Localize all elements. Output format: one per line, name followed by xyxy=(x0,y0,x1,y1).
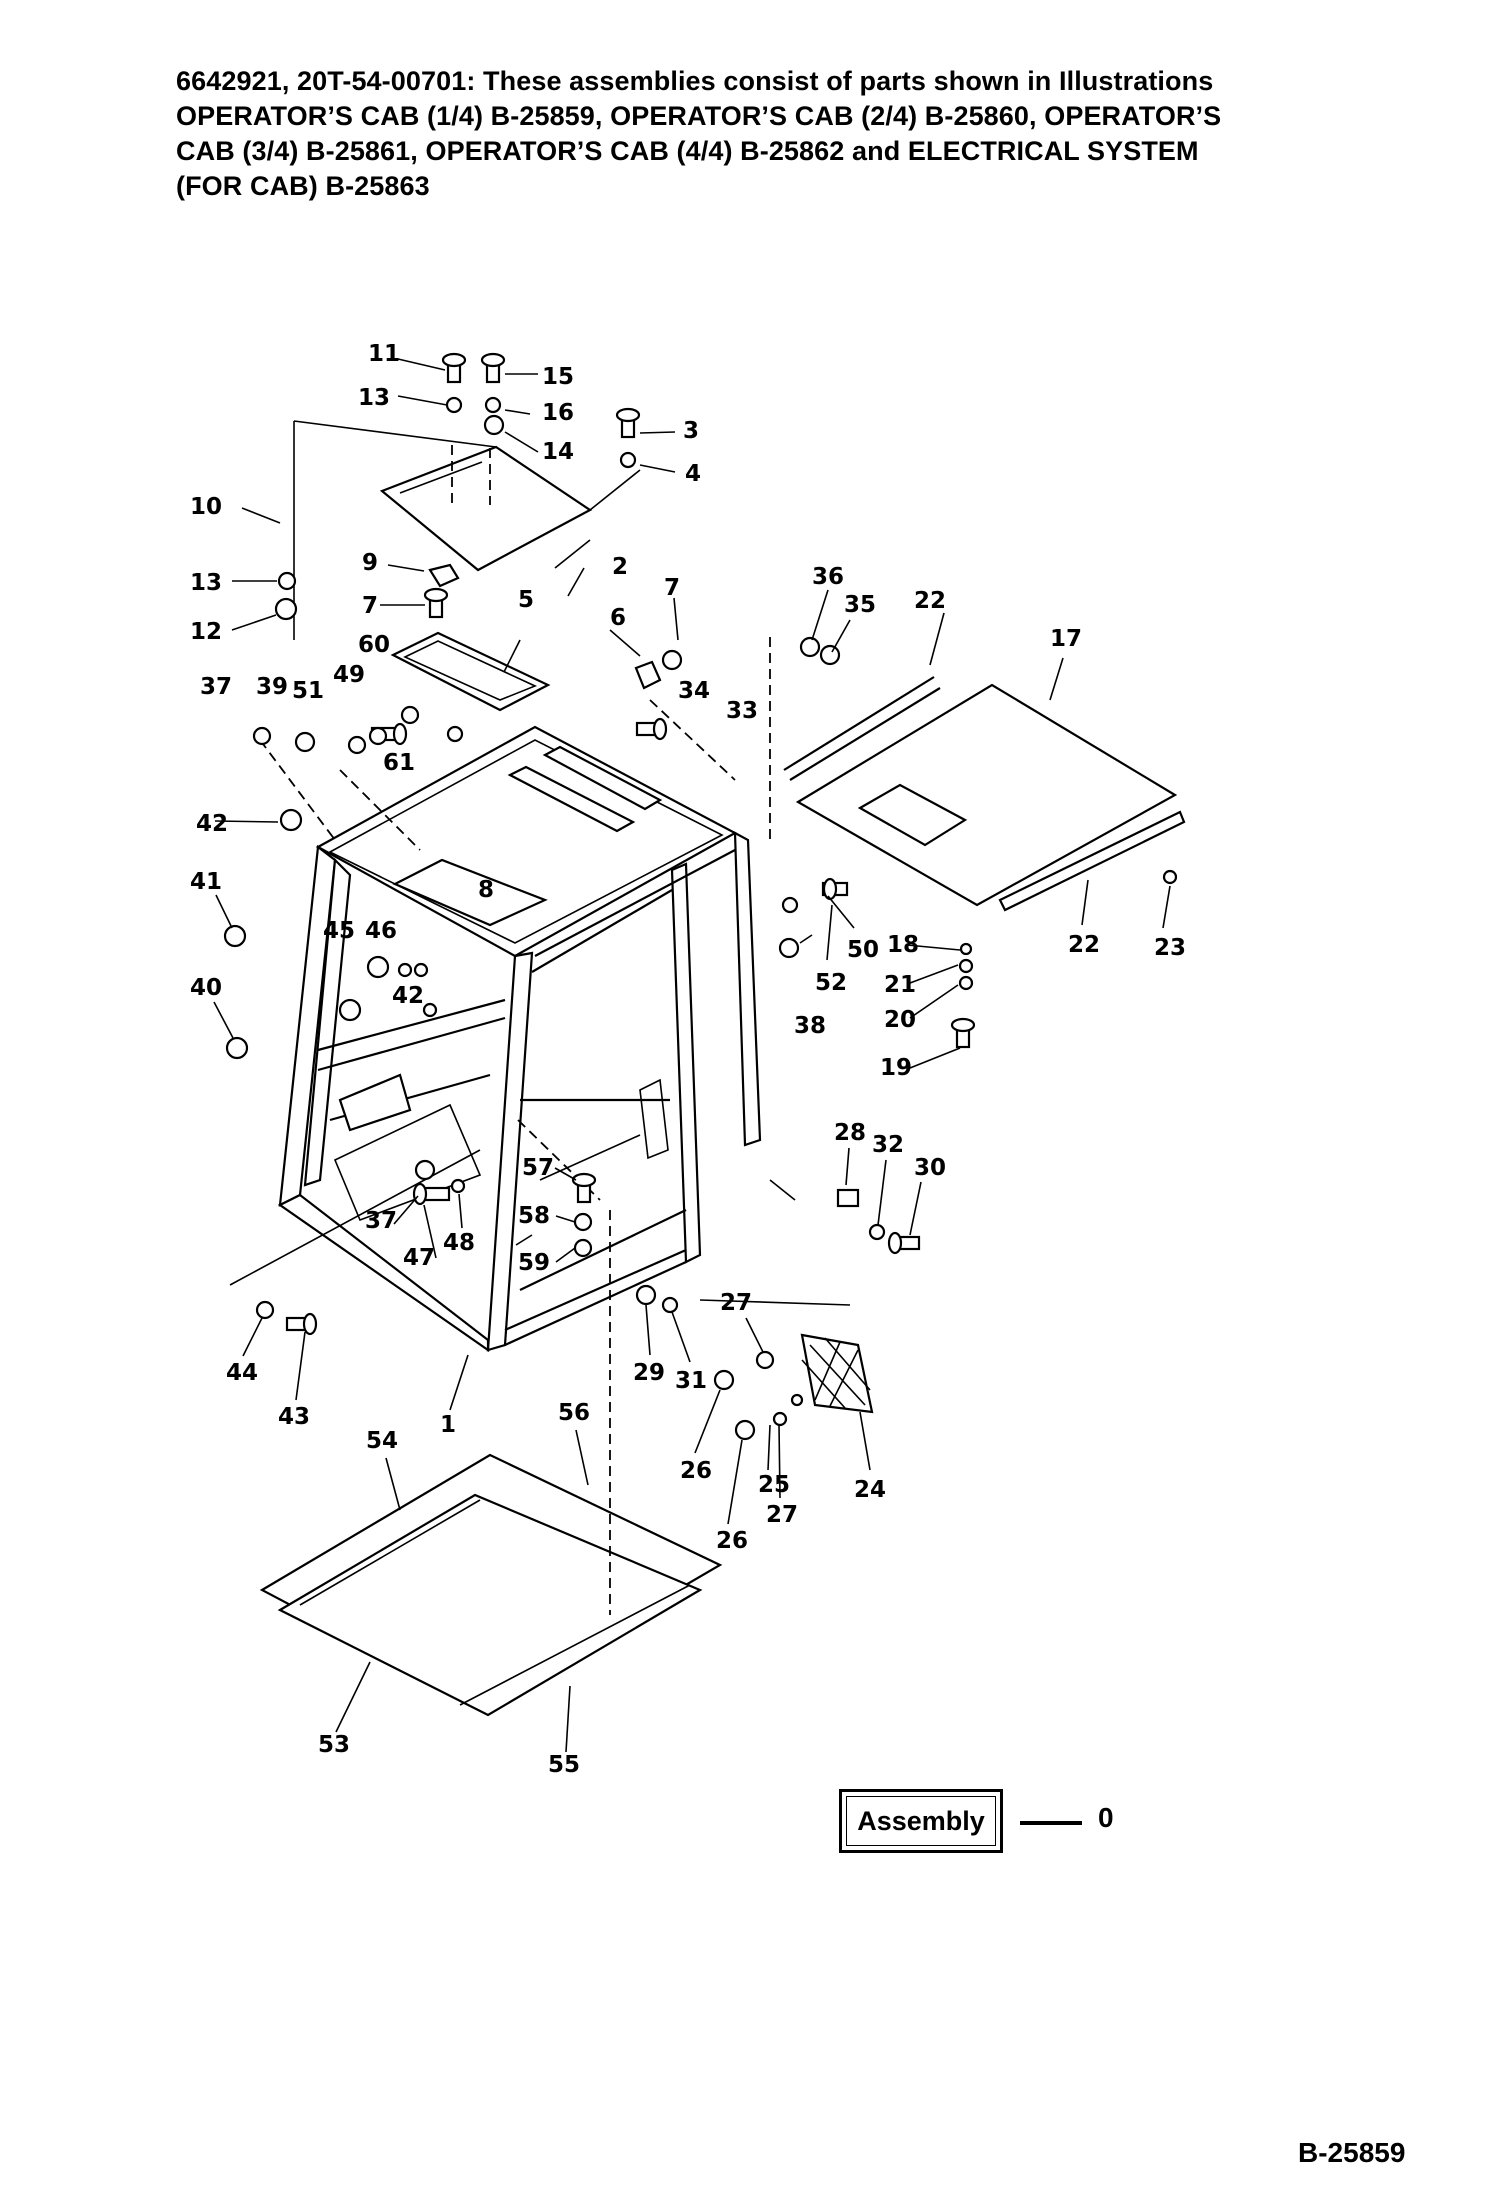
callout-44: 44 xyxy=(226,1360,258,1386)
callout-47: 47 xyxy=(403,1245,435,1271)
callout-23: 23 xyxy=(1154,935,1186,961)
assembly-legend-label: Assembly xyxy=(846,1796,996,1846)
callout-12: 12 xyxy=(190,619,222,645)
callout-30: 30 xyxy=(914,1155,946,1181)
callout-37-bottom: 37 xyxy=(365,1208,397,1234)
callout-34: 34 xyxy=(678,678,710,704)
callout-45: 45 xyxy=(323,918,355,944)
callout-26-bottom: 26 xyxy=(716,1528,748,1554)
cab-frame xyxy=(277,725,762,1353)
callout-57: 57 xyxy=(522,1155,554,1181)
callout-55: 55 xyxy=(548,1752,580,1778)
callout-7-left: 7 xyxy=(362,593,378,619)
callout-33: 33 xyxy=(726,698,758,724)
header-line-4: (FOR CAB) B-25863 xyxy=(176,171,430,201)
callout-labels: 11 13 15 16 14 3 4 10 13 12 9 7 2 5 6 7 … xyxy=(190,341,1186,1778)
callout-53: 53 xyxy=(318,1732,350,1758)
callout-61: 61 xyxy=(383,750,415,776)
callout-15: 15 xyxy=(542,364,574,390)
callout-32: 32 xyxy=(872,1132,904,1158)
callout-22-top: 22 xyxy=(914,588,946,614)
callout-20: 20 xyxy=(884,1007,916,1033)
leader-lines xyxy=(231,358,679,1246)
callout-31: 31 xyxy=(675,1368,707,1394)
callout-8: 8 xyxy=(478,877,494,903)
callout-1: 1 xyxy=(440,1412,456,1438)
header-line-2: OPERATOR’S CAB (1/4) B-25859, OPERATOR’S… xyxy=(176,101,1222,131)
callout-56: 56 xyxy=(558,1400,590,1426)
callout-4: 4 xyxy=(685,461,701,487)
header-line-3: CAB (3/4) B-25861, OPERATOR’S CAB (4/4) … xyxy=(176,136,1199,166)
callout-27-bottom: 27 xyxy=(766,1502,798,1528)
callout-58: 58 xyxy=(518,1203,550,1229)
callout-41: 41 xyxy=(190,869,222,895)
guide-lines xyxy=(229,637,851,1615)
header-line-1: 6642921, 20T-54-00701: These assemblies … xyxy=(176,66,1214,96)
callout-9: 9 xyxy=(362,550,378,576)
callout-7-right: 7 xyxy=(664,575,680,601)
callout-39: 39 xyxy=(256,674,288,700)
callout-3: 3 xyxy=(683,418,699,444)
callout-24: 24 xyxy=(854,1477,886,1503)
callout-2: 2 xyxy=(612,554,628,580)
assembly-legend-box: Assembly xyxy=(839,1789,1003,1853)
callout-38: 38 xyxy=(794,1013,826,1039)
callout-51: 51 xyxy=(292,678,324,704)
callout-22-right: 22 xyxy=(1068,932,1100,958)
callout-26-top: 26 xyxy=(680,1458,712,1484)
callout-6: 6 xyxy=(610,605,626,631)
assembly-legend-line xyxy=(1020,1821,1082,1825)
callout-35: 35 xyxy=(844,592,876,618)
callout-52: 52 xyxy=(815,970,847,996)
callout-48: 48 xyxy=(443,1230,475,1256)
callout-16: 16 xyxy=(542,400,574,426)
rear-net-panel xyxy=(800,1333,874,1414)
callout-17: 17 xyxy=(1050,626,1082,652)
callout-13-top: 13 xyxy=(358,385,390,411)
callout-5: 5 xyxy=(518,587,534,613)
callout-11: 11 xyxy=(368,341,400,367)
callout-19: 19 xyxy=(880,1055,912,1081)
callout-14: 14 xyxy=(542,439,574,465)
floor-mats xyxy=(259,1453,723,1717)
callout-25: 25 xyxy=(758,1472,790,1498)
assembly-legend-number: 0 xyxy=(1098,1802,1114,1833)
figure-id: B-25859 xyxy=(1298,2137,1406,2168)
callout-29: 29 xyxy=(633,1360,665,1386)
callout-27-top: 27 xyxy=(720,1290,752,1316)
callout-21: 21 xyxy=(884,972,916,998)
callout-10: 10 xyxy=(190,494,222,520)
leader-lines-lower xyxy=(213,589,1171,1753)
hardware-parts xyxy=(223,352,1178,1441)
roof-glass xyxy=(783,676,1186,912)
callout-42-mid: 42 xyxy=(392,983,424,1009)
callout-54: 54 xyxy=(366,1428,398,1454)
callout-40: 40 xyxy=(190,975,222,1001)
callout-46: 46 xyxy=(365,918,397,944)
callout-13-left: 13 xyxy=(190,570,222,596)
callout-37-top: 37 xyxy=(200,674,232,700)
callout-50: 50 xyxy=(847,937,879,963)
callout-60: 60 xyxy=(358,632,390,658)
roof-panel xyxy=(293,420,641,640)
callout-36: 36 xyxy=(812,564,844,590)
callout-49: 49 xyxy=(333,662,365,688)
callout-43: 43 xyxy=(278,1404,310,1430)
window-frame xyxy=(390,631,551,712)
callout-28: 28 xyxy=(834,1120,866,1146)
callout-59: 59 xyxy=(518,1250,550,1276)
callout-42-left: 42 xyxy=(196,811,228,837)
header-text: 6642921, 20T-54-00701: These assemblies … xyxy=(176,64,1346,204)
